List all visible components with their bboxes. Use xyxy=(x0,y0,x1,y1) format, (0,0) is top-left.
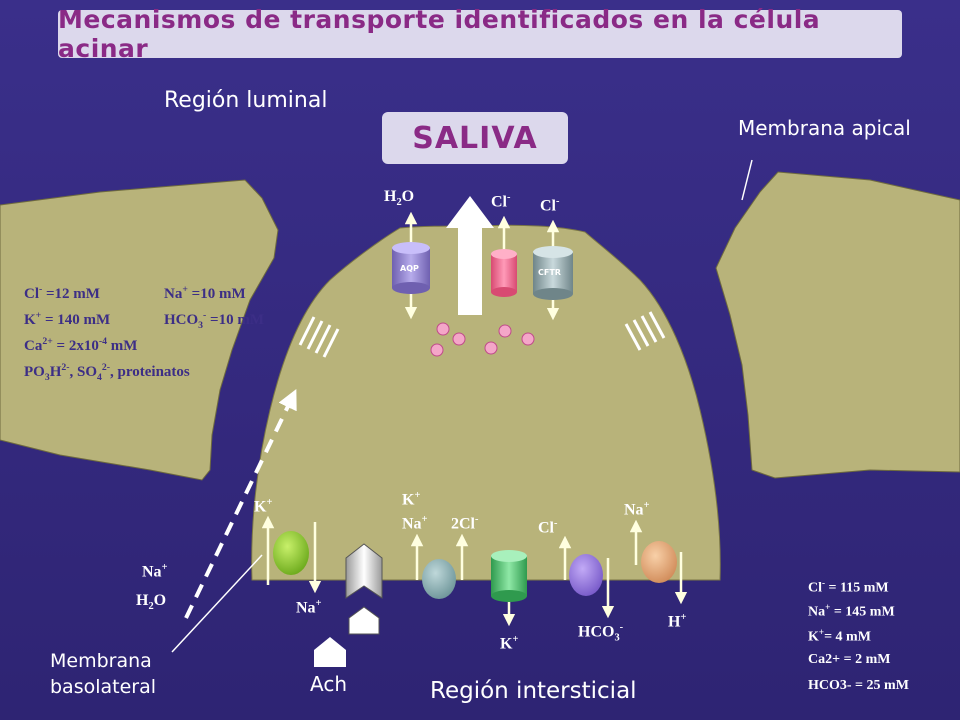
two-cl-label: 2Cl- xyxy=(451,514,479,533)
membrana-basolateral-label-2: basolateral xyxy=(50,676,157,698)
cl-top-label-1: Cl- xyxy=(491,192,511,211)
basolateral-membrane-pointer xyxy=(171,554,263,653)
page-title: Mecanismos de transporte identificados e… xyxy=(58,5,821,63)
membrana-basolateral-label-1: Membrana xyxy=(50,650,152,672)
muscarinic-receptor xyxy=(345,543,383,599)
region-intersticial-label: Región intersticial xyxy=(430,678,637,704)
luminal-k-conc: K+ = 140 mM xyxy=(24,310,111,328)
k-pump-label: K+ xyxy=(254,497,273,516)
interstitial-cl-conc: Cl- = 115 mM xyxy=(808,578,889,596)
luminal-cl-conc: Cl- =12 mM xyxy=(24,284,100,302)
luminal-hco3-conc: HCO3- =10 mM xyxy=(164,310,264,331)
secretion-arrow xyxy=(446,196,494,315)
interstitial-k-conc: K+= 4 mM xyxy=(808,627,871,645)
saliva-box: SALIVA xyxy=(382,112,568,164)
acetylcholine-ligand xyxy=(314,637,346,667)
chloride-channel xyxy=(491,249,517,297)
h-out-label: H+ xyxy=(668,612,687,631)
cftr-label: CFTR xyxy=(538,268,561,277)
na-h-exchanger xyxy=(641,541,677,583)
na-paracellular-label: Na+ xyxy=(142,562,168,581)
cl-top-label-2: Cl- xyxy=(540,196,560,215)
potassium-channel xyxy=(491,550,527,602)
tight-junction-right xyxy=(624,311,666,351)
aquaporin-channel xyxy=(392,242,430,294)
interstitial-hco3-conc: HCO3- = 25 mM xyxy=(808,678,909,693)
cftr-channel xyxy=(533,246,573,300)
interstitial-na-conc: Na+ = 145 mM xyxy=(808,602,895,620)
luminal-ca-conc: Ca2+ = 2x10-4 mM xyxy=(24,336,138,354)
k-out-label: K+ xyxy=(500,634,519,653)
ach-label: Ach xyxy=(310,672,348,696)
acinar-cell xyxy=(251,224,721,581)
na-exchanger-label: Na+ xyxy=(624,500,650,519)
left-neighbor-cell xyxy=(0,179,279,481)
apical-membrane-pointer xyxy=(741,159,753,201)
saliva-label: SALIVA xyxy=(412,120,538,156)
nkcc-cotransporter xyxy=(422,559,456,599)
title-banner: Mecanismos de transporte identificados e… xyxy=(58,5,902,63)
na-pump-label: Na+ xyxy=(296,598,322,617)
cl-hco3-exchanger xyxy=(569,554,603,596)
h2o-paracellular-label: H2O xyxy=(136,592,167,613)
k-cotransport-label: K+ xyxy=(402,490,421,509)
aqp-label: AQP xyxy=(400,264,419,273)
receptor-ligand-slot xyxy=(348,606,380,635)
na-k-pump xyxy=(273,531,309,575)
tight-junction-left xyxy=(298,316,340,358)
luminal-anions-conc: PO3H2-, SO42-, proteinatos xyxy=(24,362,190,383)
hco3-out-label: HCO3- xyxy=(578,622,624,644)
paracellular-arrow xyxy=(184,388,297,619)
h2o-top-label: H2O xyxy=(384,188,415,209)
na-cotransport-label: Na+ xyxy=(402,514,428,533)
region-luminal-label: Región luminal xyxy=(164,88,328,113)
secretory-granules xyxy=(430,322,535,357)
membrana-apical-label: Membrana apical xyxy=(738,116,911,140)
cl-exchanger-label: Cl- xyxy=(538,518,558,537)
right-neighbor-cell xyxy=(715,171,960,479)
luminal-na-conc: Na+ =10 mM xyxy=(164,284,246,302)
interstitial-ca-conc: Ca2+ = 2 mM xyxy=(808,652,891,667)
